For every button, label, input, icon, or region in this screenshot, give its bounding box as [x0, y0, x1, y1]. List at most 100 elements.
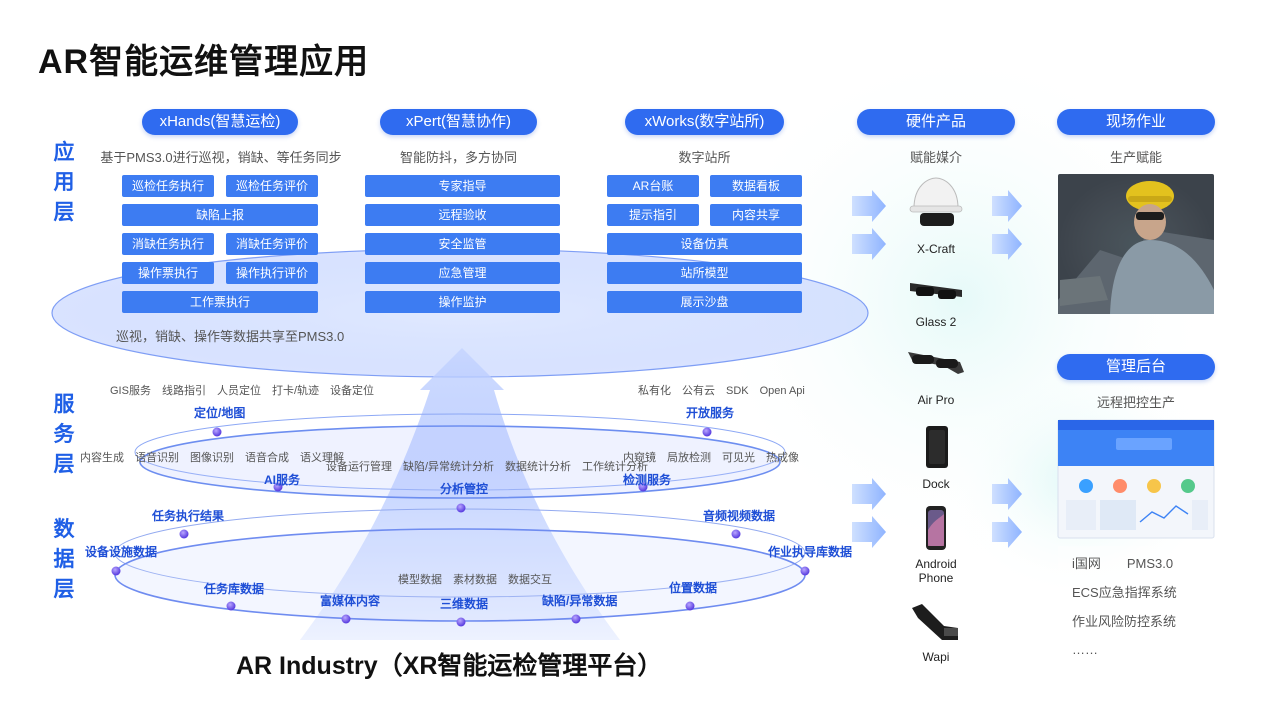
- detection-service-label: 检测服务: [623, 473, 672, 487]
- system-ecs: ECS应急指挥系统: [1072, 585, 1177, 600]
- btn-safety-supervision[interactable]: 安全监管: [365, 233, 560, 255]
- btn-defect-fix-execute[interactable]: 消缺任务执行: [122, 233, 214, 255]
- device-dock-label: Dock: [922, 477, 950, 491]
- btn-inspection-evaluate[interactable]: 巡检任务评价: [226, 175, 318, 197]
- facility-data-label: 设备设施数据: [85, 545, 158, 559]
- device-android-phone-label: Android Phone: [915, 557, 957, 585]
- btn-content-share[interactable]: 内容共享: [710, 204, 802, 226]
- page-title: AR智能运维管理应用: [38, 43, 370, 81]
- btn-data-dashboard[interactable]: 数据看板: [710, 175, 802, 197]
- btn-op-ticket-execute[interactable]: 操作票执行: [122, 262, 214, 284]
- analysis-control-label: 分析管控: [440, 482, 489, 496]
- btn-operation-monitor[interactable]: 操作监护: [365, 291, 560, 313]
- service-ellipse-outer: [134, 413, 786, 491]
- node-guide: [800, 566, 810, 576]
- btn-work-ticket-execute[interactable]: 工作票执行: [122, 291, 318, 313]
- xworks-subtitle: 数字站所: [678, 150, 731, 165]
- btn-op-execute-evaluate[interactable]: 操作执行评价: [226, 262, 318, 284]
- xpert-header[interactable]: xPert(智慧协作): [380, 109, 537, 135]
- xworks-header[interactable]: xWorks(数字站所): [625, 109, 784, 135]
- flow-arrows: [852, 190, 1022, 548]
- node-detect: [638, 482, 648, 492]
- open-service-label: 开放服务: [686, 406, 735, 420]
- btn-expert-guidance[interactable]: 专家指导: [365, 175, 560, 197]
- layer-char: 用: [53, 171, 75, 194]
- xhands-header[interactable]: xHands(智慧运检): [142, 109, 298, 135]
- system-sgcc-pms: i国网 PMS3.0: [1072, 556, 1174, 571]
- layer-label-application: 应 用 层: [52, 138, 76, 228]
- hardware-subtitle: 赋能媒介: [909, 150, 962, 165]
- btn-defect-fix-evaluate[interactable]: 消缺任务评价: [226, 233, 318, 255]
- data-exchange-note: 模型数据 素材数据 数据交互: [398, 574, 552, 586]
- layer-char: 务: [53, 423, 75, 446]
- btn-device-simulation[interactable]: 设备仿真: [607, 233, 802, 255]
- 3d-data-label: 三维数据: [440, 597, 489, 611]
- btn-station-model[interactable]: 站所模型: [607, 262, 802, 284]
- node-task-result: [179, 529, 189, 539]
- btn-remote-acceptance[interactable]: 远程验收: [365, 204, 560, 226]
- arrow-icon: [852, 228, 886, 260]
- arrow-icon: [992, 516, 1022, 548]
- layer-char: 应: [53, 141, 75, 164]
- node-ai: [273, 482, 283, 492]
- btn-prompt-guide[interactable]: 提示指引: [607, 204, 699, 226]
- rich-media-label: 富媒体内容: [320, 594, 381, 608]
- node-open: [702, 427, 712, 437]
- system-risk-control: 作业风险防控系统: [1072, 614, 1177, 629]
- backend-subtitle: 远程把控生产: [1096, 395, 1175, 410]
- btn-defect-report[interactable]: 缺陷上报: [122, 204, 318, 226]
- btn-emergency-management[interactable]: 应急管理: [365, 262, 560, 284]
- layer-char: 层: [53, 201, 75, 224]
- backend-dashboard-screenshot: [1057, 419, 1215, 539]
- dock-icon: [926, 426, 948, 468]
- btn-display-sandbox[interactable]: 展示沙盘: [607, 291, 802, 313]
- field-work-photo: [1058, 174, 1214, 314]
- xcraft-helmet-icon: [909, 177, 963, 226]
- detection-note: 内窥镜 局放检测 可见光 热成像: [623, 452, 799, 464]
- layer-label-service: 服 务 层: [52, 390, 76, 480]
- xhands-subtitle: 基于PMS3.0进行巡视，销缺、等任务同步: [100, 150, 342, 165]
- xpert-subtitle: 智能防抖，多方协同: [399, 150, 517, 165]
- ai-services-note: 内容生成 语音识别 图像识别 语音合成 语义理解: [80, 452, 344, 464]
- av-data-label: 音频视频数据: [703, 509, 776, 523]
- node-facility: [111, 566, 121, 576]
- ai-service-label: AI服务: [264, 473, 301, 487]
- node-location: [212, 427, 222, 437]
- node-3d: [456, 617, 466, 627]
- backend-header[interactable]: 管理后台: [1057, 354, 1215, 380]
- node-defect: [571, 614, 581, 624]
- open-services-note: 私有化 公有云 SDK Open Api: [638, 385, 805, 397]
- btn-inspection-execute[interactable]: 巡检任务执行: [122, 175, 214, 197]
- location-services-note: GIS服务 线路指引 人员定位 打卡/轨迹 设备定位: [110, 385, 375, 397]
- layer-label-data: 数 据 层: [52, 515, 76, 605]
- node-task-lib: [226, 601, 236, 611]
- arrow-icon: [852, 478, 886, 510]
- position-data-label: 位置数据: [669, 581, 718, 595]
- system-more: ……: [1072, 642, 1098, 657]
- service-ellipse-inner: [139, 425, 781, 499]
- layer-char: 层: [53, 453, 75, 476]
- share-note: 巡视，销缺、操作等数据共享至PMS3.0: [116, 329, 345, 344]
- layer-char: 数: [53, 518, 75, 541]
- task-library-label: 任务库数据: [204, 582, 265, 596]
- field-work-subtitle: 生产赋能: [1109, 150, 1162, 165]
- layer-char: 据: [53, 548, 75, 571]
- node-analysis: [456, 503, 466, 513]
- backend-systems-panel: [1058, 546, 1214, 666]
- arrow-icon: [992, 190, 1022, 222]
- task-result-label: 任务执行结果: [152, 509, 225, 523]
- field-work-header[interactable]: 现场作业: [1057, 109, 1215, 135]
- layer-char: 服: [53, 393, 75, 416]
- guide-library-label: 作业执导库数据: [768, 545, 853, 559]
- device-airpro-label: Air Pro: [917, 393, 955, 407]
- btn-ar-ledger[interactable]: AR台账: [607, 175, 699, 197]
- analysis-note: 设备运行管理 缺陷/异常统计分析 数据统计分析 工作统计分析: [326, 461, 649, 473]
- location-map-label: 定位/地图: [194, 406, 246, 420]
- arrow-icon: [992, 228, 1022, 260]
- wapi-icon: [912, 604, 958, 640]
- glass2-icon: [910, 283, 962, 299]
- platform-title: AR Industry（XR智能运检管理平台）: [236, 652, 663, 680]
- hardware-header[interactable]: 硬件产品: [857, 109, 1015, 135]
- node-av: [731, 529, 741, 539]
- device-wapi-label: Wapi: [922, 650, 950, 664]
